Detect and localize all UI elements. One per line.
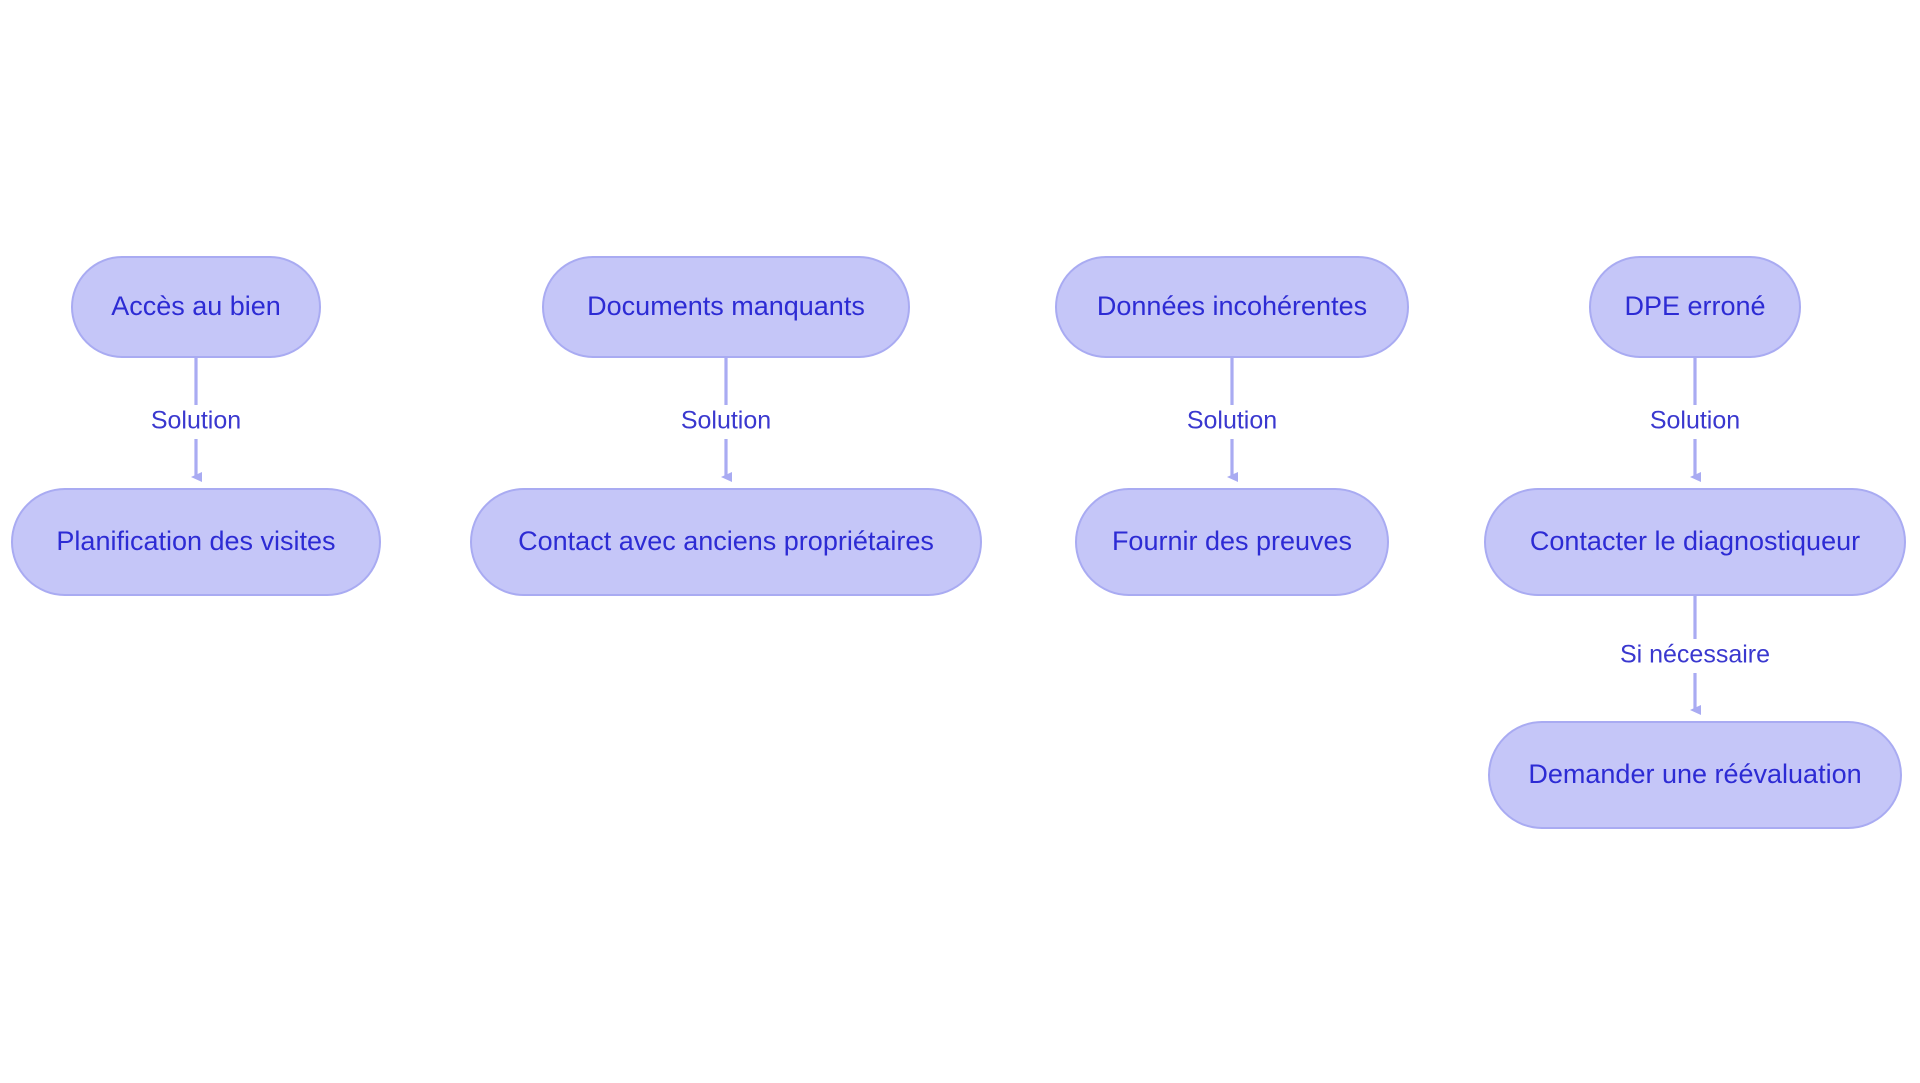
flow-edge: Solution <box>1177 357 1287 482</box>
edge-label-backdrop <box>1610 639 1780 673</box>
edge-label: Si nécessaire <box>1620 641 1770 669</box>
flow-node[interactable]: Données incohérentes <box>1055 256 1409 358</box>
flow-edge: Solution <box>671 357 781 482</box>
edge-label-backdrop <box>141 405 251 439</box>
edge-label-backdrop <box>671 405 781 439</box>
flow-edge: Solution <box>1640 357 1750 482</box>
edge-label: Solution <box>681 407 771 435</box>
node-shape-pill[interactable] <box>1589 256 1801 358</box>
edge-label: Solution <box>151 407 241 435</box>
flow-node[interactable]: Planification des visites <box>11 488 381 596</box>
node-label: Planification des visites <box>56 526 335 556</box>
node-shape-pill[interactable] <box>71 256 321 358</box>
flow-node[interactable]: Documents manquants <box>542 256 910 358</box>
node-label: DPE erroné <box>1624 291 1765 321</box>
flow-node[interactable]: Fournir des preuves <box>1075 488 1389 596</box>
edges-group: Solution Solution Solution Solution Si néces… <box>141 357 1780 715</box>
flow-node[interactable]: DPE erroné <box>1589 256 1801 358</box>
flow-node[interactable]: Contact avec anciens propriétaires <box>470 488 982 596</box>
node-label: Demander une réévaluation <box>1528 759 1861 789</box>
node-shape-pill[interactable] <box>1075 488 1389 596</box>
node-label: Contacter le diagnostiqueur <box>1530 526 1860 556</box>
node-shape-pill[interactable] <box>470 488 982 596</box>
flow-node[interactable]: Accès au bien <box>71 256 321 358</box>
node-label: Accès au bien <box>111 291 281 321</box>
edge-label: Solution <box>1650 407 1740 435</box>
flow-node[interactable]: Demander une réévaluation <box>1488 721 1902 829</box>
node-label: Données incohérentes <box>1097 291 1367 321</box>
flow-node[interactable]: Contacter le diagnostiqueur <box>1484 488 1906 596</box>
flow-edge: Solution <box>141 357 251 482</box>
node-shape-pill[interactable] <box>1055 256 1409 358</box>
edge-label: Solution <box>1187 407 1277 435</box>
edge-label-backdrop <box>1640 405 1750 439</box>
node-label: Contact avec anciens propriétaires <box>518 526 934 556</box>
node-shape-pill[interactable] <box>1488 721 1902 829</box>
node-shape-pill[interactable] <box>542 256 910 358</box>
node-shape-pill[interactable] <box>11 488 381 596</box>
edge-label-backdrop <box>1177 405 1287 439</box>
node-label: Fournir des preuves <box>1112 526 1352 556</box>
flow-edge: Si nécessaire <box>1610 595 1780 715</box>
node-label: Documents manquants <box>587 291 865 321</box>
node-shape-pill[interactable] <box>1484 488 1906 596</box>
